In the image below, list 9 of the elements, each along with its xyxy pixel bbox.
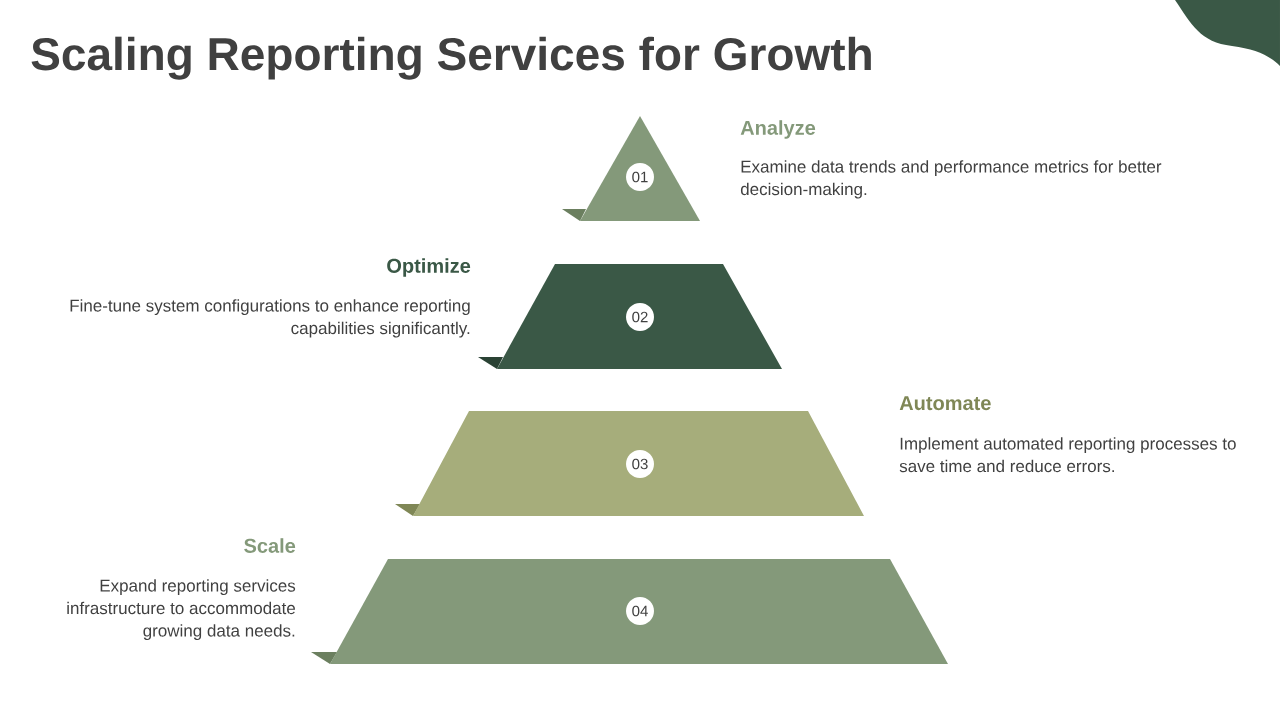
step-description: Implement automated reporting processes to save time and reduce errors. (899, 437, 1236, 473)
title: Scaling Reporting Services for Growth (31, 36, 871, 80)
step-heading: Analyze (740, 120, 816, 139)
step-description: Fine-tune system configurations to enhance reporting capabilities significantly. (70, 299, 470, 338)
step-description: Expand reporting services infrastructure to accommodate growing data needs. (67, 579, 296, 641)
step-heading: Optimize (387, 258, 471, 277)
step-heading: Scale (244, 538, 296, 553)
step-description: Examine data trends and performance metrics for better decision-making. (740, 160, 1162, 199)
step-heading: Automate (899, 396, 991, 411)
